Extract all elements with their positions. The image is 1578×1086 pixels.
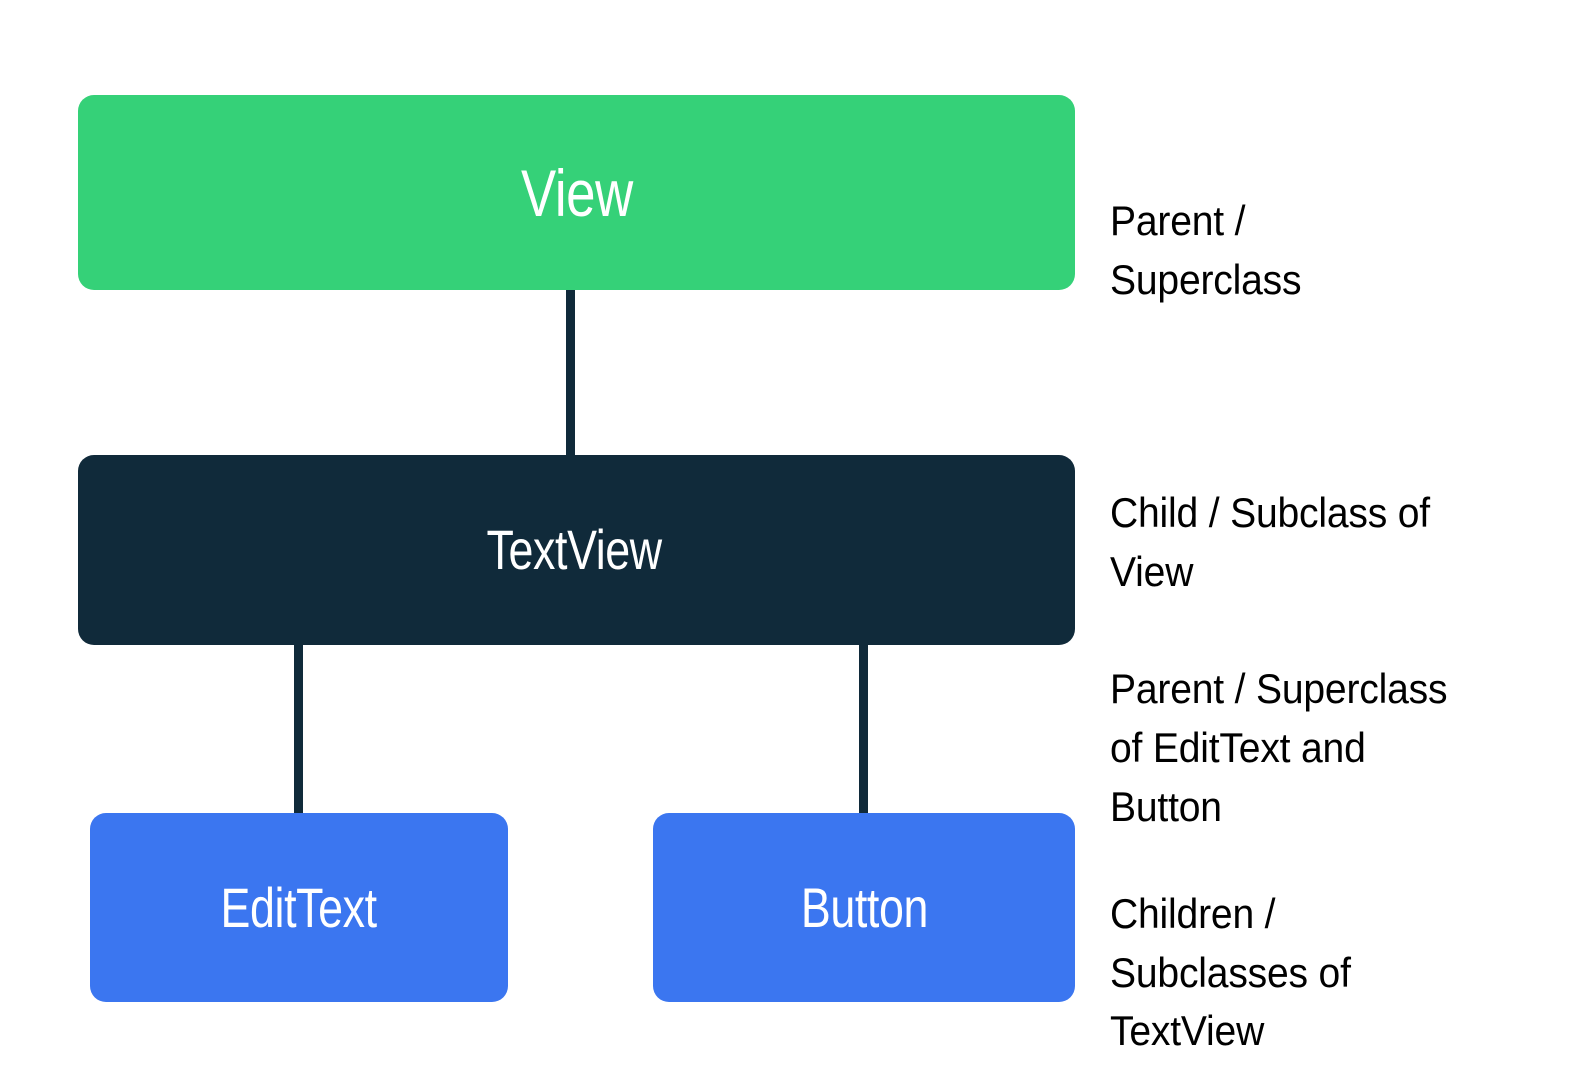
node-view[interactable]: View [78,95,1075,290]
annotation-view-role: Parent / Superclass [1110,133,1547,368]
connector-view-to-textview [566,286,575,458]
node-textview-label: TextView [486,518,662,581]
node-edittext-label: EditText [220,875,378,939]
node-button-label: Button [800,875,928,939]
annotation-leaves-role: Children / Subclasses of TextView [1110,826,1547,1086]
node-button[interactable]: Button [653,813,1075,1002]
annotation-textview-parent-text: Parent / Superclass of EditText and Butt… [1110,665,1448,830]
connector-textview-to-button [859,641,868,817]
annotation-textview-role: Child / Subclass of View Parent / Superc… [1110,425,1547,895]
connector-textview-to-edittext [294,641,303,817]
annotation-view-text: Parent / Superclass [1110,196,1302,303]
annotation-textview-child-text: Child / Subclass of View [1110,488,1430,595]
annotation-leaves-text: Children / Subclasses of TextView [1110,889,1351,1055]
node-edittext[interactable]: EditText [90,813,508,1002]
node-textview[interactable]: TextView [78,455,1075,645]
node-view-label: View [520,155,633,230]
